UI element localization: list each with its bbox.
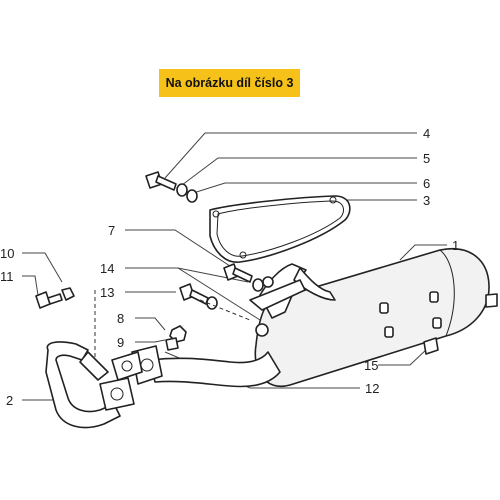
callout-15: 15 [364, 358, 378, 373]
callout-labels: 4 5 6 3 1 7 14 13 8 9 10 11 2 12 15 [0, 126, 459, 408]
callout-5: 5 [423, 151, 430, 166]
bolt-13[interactable] [179, 283, 218, 310]
callout-9: 9 [117, 335, 124, 350]
highlight-banner: Na obrázku díl číslo 3 [159, 69, 300, 97]
bolt-4[interactable] [145, 171, 177, 191]
nut-10[interactable] [61, 287, 75, 301]
heat-shield[interactable] [209, 195, 351, 263]
callout-13: 13 [100, 285, 114, 300]
callout-1: 1 [452, 238, 459, 253]
washer-6[interactable] [186, 189, 198, 203]
callout-3: 3 [423, 193, 430, 208]
bolt-11[interactable] [35, 291, 63, 309]
washer-5[interactable] [176, 183, 188, 197]
callout-2: 2 [6, 393, 13, 408]
callout-6: 6 [423, 176, 430, 191]
callout-10: 10 [0, 246, 14, 261]
callout-8: 8 [117, 311, 124, 326]
muffler[interactable] [249, 247, 498, 388]
callout-14: 14 [100, 261, 114, 276]
callout-11: 11 [0, 269, 14, 284]
washer-14[interactable] [252, 278, 264, 292]
callout-4: 4 [423, 126, 430, 141]
callout-12: 12 [365, 381, 379, 396]
nut-9[interactable] [165, 337, 179, 351]
bolt-7[interactable] [223, 263, 253, 283]
leader-lines [22, 132, 447, 401]
callout-7: 7 [108, 223, 115, 238]
manifold-header[interactable] [45, 341, 143, 429]
